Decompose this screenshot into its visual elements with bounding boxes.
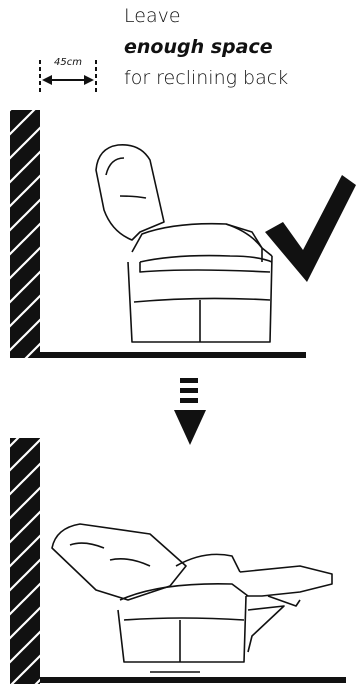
wall-bottom xyxy=(10,438,40,684)
recliner-reclined xyxy=(51,523,333,673)
floor-bottom xyxy=(40,677,346,683)
floor-top xyxy=(40,352,306,358)
recliner-upright xyxy=(95,143,273,343)
instruction-line-2: enough space xyxy=(124,36,273,58)
checkmark-icon xyxy=(265,175,356,282)
instruction-line-1: Leave xyxy=(124,5,181,27)
distance-label: 45cm xyxy=(54,57,82,68)
down-arrow-icon xyxy=(174,378,206,445)
double-arrow-icon xyxy=(39,60,97,92)
instruction-line-3: for reclining back xyxy=(124,67,289,89)
wall-top xyxy=(10,110,40,358)
